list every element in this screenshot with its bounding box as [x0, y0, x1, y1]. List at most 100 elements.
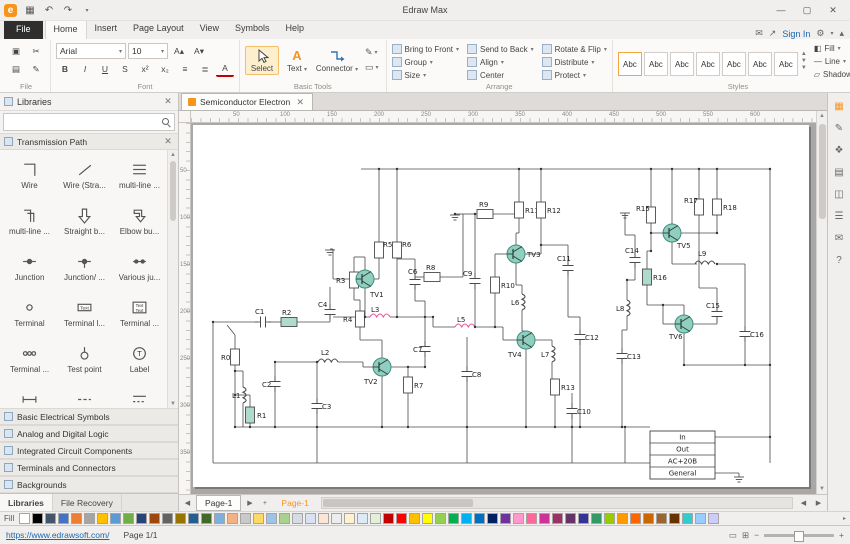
libraries-close-icon[interactable]: ✕ [162, 96, 174, 107]
color-swatch-ededed[interactable] [331, 513, 342, 524]
color-swatch-a9d18e[interactable] [279, 513, 290, 524]
italic-button[interactable]: I [76, 62, 94, 77]
transistor-tv2[interactable]: TV2 [363, 358, 391, 386]
zoom-out-button[interactable]: − [754, 530, 759, 540]
library-item-multi-line-3[interactable]: multi-line ... [2, 198, 57, 244]
grow-font-button[interactable]: A▴ [170, 44, 188, 59]
fill-button[interactable]: ◧Fill▾ [814, 42, 850, 54]
color-swatch-deebf7[interactable] [357, 513, 368, 524]
help-panel-icon[interactable]: ? [831, 253, 847, 268]
page-setup-panel-icon[interactable]: ◫ [831, 187, 847, 202]
picture-panel-icon[interactable]: ▤ [831, 165, 847, 180]
library-item-transmiss-16[interactable]: Transmiss... [57, 382, 112, 408]
rotate-flip-button[interactable]: Rotate & Flip▾ [542, 43, 607, 55]
scroll-left-icon[interactable]: ◀ [797, 497, 810, 510]
resistor-r15[interactable]: R15 [636, 205, 656, 223]
color-swatch-663366[interactable] [565, 513, 576, 524]
capacitor-c7[interactable]: C7 [413, 341, 431, 357]
color-swatch-ffd966[interactable] [253, 513, 264, 524]
library-scrollbar[interactable]: ▲ ▼ [167, 150, 178, 408]
resistor-r4[interactable]: R4 [343, 311, 365, 327]
color-swatch-0070c0[interactable] [474, 513, 485, 524]
transistor-tv5[interactable]: TV5 [663, 224, 691, 250]
drawing-page[interactable]: R0R1R2R3R4R5R6R7R8R9R10R11R12R13R15R16R1… [193, 125, 809, 487]
options-dropdown-icon[interactable]: ▾ [830, 30, 833, 37]
scroll-up-icon[interactable]: ▲ [170, 150, 176, 159]
save-button[interactable]: ▦ [22, 3, 38, 18]
scroll-right-icon[interactable]: ▶ [812, 497, 825, 510]
color-swatch-cc3399[interactable] [539, 513, 550, 524]
inductor-l8[interactable]: L8 [616, 300, 630, 316]
group-button[interactable]: Group▾ [392, 56, 459, 68]
collapse-ribbon-icon[interactable]: ▴ [839, 28, 844, 39]
paste-button[interactable]: ▣ [7, 44, 25, 59]
style-preset-5[interactable]: Abc [722, 52, 746, 76]
style-preset-6[interactable]: Abc [748, 52, 772, 76]
font-size-select[interactable]: 10▾ [128, 43, 168, 59]
align-button[interactable]: Align▾ [467, 56, 534, 68]
horizontal-scrollbar[interactable] [321, 497, 793, 509]
inductor-l6[interactable]: L6 [511, 294, 525, 310]
resistor-r18[interactable]: R18 [713, 199, 737, 215]
library-item-label-14[interactable]: TLabel [112, 336, 167, 382]
library-section-terminals-and-connectors[interactable]: Terminals and Connectors [0, 459, 178, 476]
grid-toggle-icon[interactable]: ⊞ [742, 530, 749, 541]
library-item-multi-line-2[interactable]: multi-line ... [112, 152, 167, 198]
protect-button[interactable]: Protect▾ [542, 69, 607, 81]
color-swatch-cc6600[interactable] [643, 513, 654, 524]
color-swatch-002060[interactable] [487, 513, 498, 524]
redo-button[interactable]: ↷ [60, 3, 76, 18]
feedback-icon[interactable]: ✉ [755, 28, 763, 39]
add-page-button[interactable]: + [258, 497, 271, 510]
library-item-terminal-l-10[interactable]: TextTerminal l... [57, 290, 112, 336]
color-swatch-70ad47[interactable] [123, 513, 134, 524]
color-swatch-996633[interactable] [656, 513, 667, 524]
comments-panel-icon[interactable]: ✉ [831, 231, 847, 246]
color-swatch-00b0f0[interactable] [461, 513, 472, 524]
zoom-in-button[interactable]: + [839, 530, 844, 540]
search-icon[interactable] [162, 118, 171, 127]
menu-tab-insert[interactable]: Insert [87, 18, 126, 38]
panel-tab-file-recovery[interactable]: File Recovery [53, 494, 122, 511]
layers-panel-icon[interactable]: ☰ [831, 209, 847, 224]
style-preset-2[interactable]: Abc [644, 52, 668, 76]
underline-button[interactable]: U [96, 62, 114, 77]
capacitor-c13[interactable]: C13 [617, 348, 641, 364]
color-swatch-993366[interactable] [552, 513, 563, 524]
color-swatch-5b9bd5[interactable] [110, 513, 121, 524]
color-swatch-ffffff[interactable] [19, 513, 30, 524]
scroll-up-icon[interactable]: ▲ [819, 111, 825, 121]
resistor-r7[interactable]: R7 [404, 377, 424, 393]
color-swatch-43682b[interactable] [201, 513, 212, 524]
library-section-basic-electrical-symbols[interactable]: Basic Electrical Symbols [0, 408, 178, 425]
color-swatch-ff0000[interactable] [396, 513, 407, 524]
library-item-elbow-bu-5[interactable]: Elbow bu... [112, 198, 167, 244]
library-section-backgrounds[interactable]: Backgrounds [0, 476, 178, 493]
vertical-scrollbar[interactable]: ▲ ▼ [816, 111, 827, 494]
font-color-button[interactable]: A [216, 62, 234, 77]
scroll-down-icon[interactable]: ▼ [170, 399, 176, 408]
color-swatch-663300[interactable] [669, 513, 680, 524]
color-swatch-000000[interactable] [32, 513, 43, 524]
color-swatch-fbe5d6[interactable] [318, 513, 329, 524]
website-link[interactable]: https://www.edrawsoft.com/ [6, 530, 109, 540]
capacitor-c15[interactable]: C15 [706, 302, 723, 322]
resistor-r16[interactable]: R16 [643, 269, 668, 285]
capacitor-c14[interactable]: C14 [625, 247, 641, 268]
scroll-down-icon[interactable]: ▼ [819, 484, 825, 494]
zoom-slider[interactable] [764, 534, 834, 537]
capacitor-c6[interactable]: C6 [408, 268, 421, 290]
transistor-tv1[interactable]: TV1 [356, 270, 384, 299]
color-swatch-fff2cc[interactable] [344, 513, 355, 524]
bring-to-front-button[interactable]: Bring to Front▾ [392, 43, 459, 55]
capacitor-c10[interactable]: C10 [567, 403, 591, 419]
color-swatch-ff9900[interactable] [617, 513, 628, 524]
library-section-transmission-path[interactable]: Transmission Path ✕ [0, 133, 178, 150]
capacitor-c2[interactable]: C2 [262, 376, 281, 392]
color-swatch-e2f0d9[interactable] [370, 513, 381, 524]
bold-button[interactable]: B [56, 62, 74, 77]
library-search-input[interactable] [7, 116, 159, 128]
color-swatch-ffff00[interactable] [422, 513, 433, 524]
capacitor-c4[interactable]: C4 [318, 301, 336, 320]
send-to-back-button[interactable]: Send to Back▾ [467, 43, 534, 55]
